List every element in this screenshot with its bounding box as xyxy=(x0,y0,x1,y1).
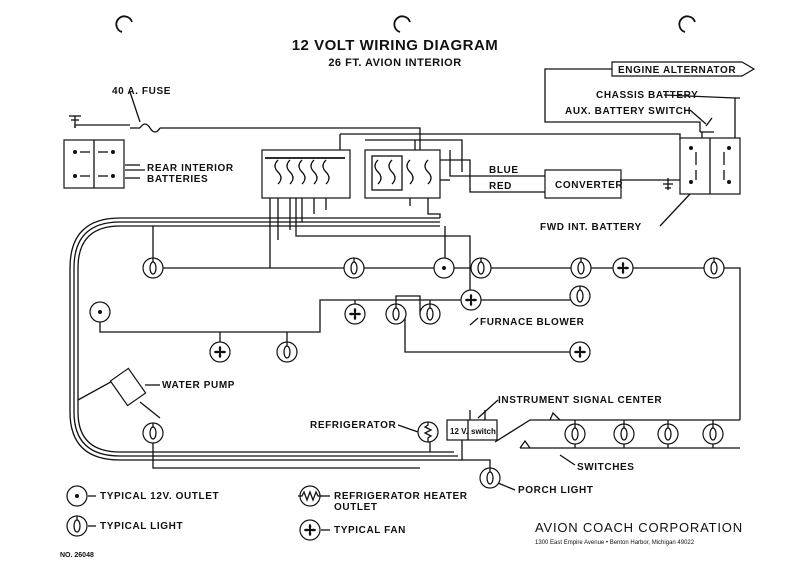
fan-icon xyxy=(612,257,634,279)
fuse-label: 40 A. FUSE xyxy=(112,86,171,97)
instrument-center-label: INSTRUMENT SIGNAL CENTER xyxy=(498,395,662,406)
fwd-battery-label: FWD INT. BATTERY xyxy=(540,222,642,233)
top-row-wiring xyxy=(152,198,741,420)
forward-battery-wiring xyxy=(340,61,756,227)
light-icon xyxy=(702,423,724,445)
light-icon xyxy=(470,257,492,279)
instrument-signal-box xyxy=(446,419,498,441)
legend-light-label: TYPICAL LIGHT xyxy=(100,521,183,532)
refrigerator-and-instrument xyxy=(397,419,498,443)
battery-fuse-wiring xyxy=(69,115,421,179)
light-icon xyxy=(570,257,592,279)
diagram-title: 12 VOLT WIRING DIAGRAM xyxy=(292,37,499,54)
diagram-subtitle: 26 FT. AVION INTERIOR xyxy=(328,57,461,69)
fuse-panel-right xyxy=(364,139,463,218)
furnace-blower-label: FURNACE BLOWER xyxy=(480,317,585,328)
light-icon xyxy=(564,423,586,445)
legend-fan-label: TYPICAL FAN xyxy=(334,525,406,536)
light-icon xyxy=(419,303,441,325)
legend-fan-icon xyxy=(299,519,321,541)
light-icon xyxy=(569,285,591,307)
rear-batteries-label-1: REAR INTERIOR xyxy=(147,163,234,174)
water-pump-device xyxy=(109,367,147,407)
middle-row-wiring xyxy=(99,198,581,353)
water-pump-label: WATER PUMP xyxy=(162,380,235,391)
engine-alternator-label: ENGINE ALTERNATOR xyxy=(618,65,736,76)
blue-wire-label: BLUE xyxy=(489,165,519,176)
legend-heater-icon xyxy=(299,485,321,507)
light-icon xyxy=(142,422,164,444)
light-icon xyxy=(385,303,407,325)
main-bus-wires xyxy=(69,217,462,461)
light-icon xyxy=(657,423,679,445)
chassis-battery-label: CHASSIS BATTERY xyxy=(596,90,698,101)
light-icon xyxy=(276,341,298,363)
legend-heater-label-1: REFRIGERATOR HEATER xyxy=(334,491,468,502)
legend-symbols xyxy=(66,485,330,541)
furnace-blower-fan-icon xyxy=(460,289,482,311)
rear-batteries xyxy=(63,139,125,189)
switches-label: SWITCHES xyxy=(577,462,635,473)
refrigerator-label: REFRIGERATOR xyxy=(310,420,396,431)
fan-icon xyxy=(344,303,366,325)
porch-light-label: PORCH LIGHT xyxy=(518,485,594,496)
devices xyxy=(89,257,725,489)
converter-box xyxy=(544,169,622,199)
switch-label: switch xyxy=(471,427,496,436)
twelve-v-label: 12 V. xyxy=(450,427,468,436)
punch-hole-marks xyxy=(115,15,696,33)
company-name: AVION COACH CORPORATION xyxy=(535,520,743,535)
company-address: 1300 East Empire Avenue • Benton Harbor,… xyxy=(535,540,695,546)
light-icon xyxy=(343,257,365,279)
aux-battery-switch-label: AUX. BATTERY SWITCH xyxy=(565,106,691,117)
fan-icon xyxy=(209,341,231,363)
legend-light-icon xyxy=(66,515,88,537)
leader-lines xyxy=(125,91,736,491)
fan-icon xyxy=(569,341,591,363)
fuse-panel-left xyxy=(261,134,351,240)
legend-heater-label-2: OUTLET xyxy=(334,502,378,513)
converter-label: CONVERTER xyxy=(555,180,623,191)
legend-outlet-icon xyxy=(66,485,88,507)
document-number: NO. 26048 xyxy=(60,552,94,559)
red-wire-label: RED xyxy=(489,181,512,192)
outlet-icon xyxy=(433,257,455,279)
outlet-icon xyxy=(89,301,111,323)
porch-light-icon xyxy=(479,467,501,489)
light-icon xyxy=(142,257,164,279)
legend-outlet-label: TYPICAL 12V. OUTLET xyxy=(100,491,219,502)
rear-batteries-label-2: BATTERIES xyxy=(147,174,208,185)
converter-wiring xyxy=(440,150,622,199)
light-icon xyxy=(703,257,725,279)
light-icon xyxy=(613,423,635,445)
